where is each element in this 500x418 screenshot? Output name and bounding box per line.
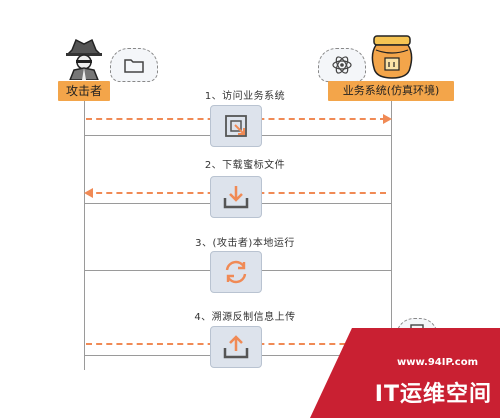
- watermark-text: IT运维空间: [374, 382, 492, 407]
- step-1-box: [210, 105, 262, 147]
- attacker-lifeline: [84, 92, 85, 370]
- hacker-icon: [66, 38, 102, 80]
- attacker-label: 攻击者: [58, 81, 110, 101]
- folder-icon: [124, 59, 144, 73]
- download-icon: [223, 186, 249, 209]
- right-bubble: [318, 48, 366, 82]
- step-1-label: 1、访问业务系统: [204, 91, 286, 102]
- access-icon: [225, 115, 247, 137]
- system-lifeline: [391, 92, 392, 370]
- step-2-box: [210, 176, 262, 218]
- step-4-label: 4、溯源反制信息上传: [194, 312, 296, 323]
- upload-icon: [223, 335, 249, 359]
- step-3-label: 3、(攻击者)本地运行: [195, 238, 295, 249]
- honey-jar-icon: [371, 35, 413, 79]
- step-1-arrowhead: [383, 114, 392, 124]
- system-label: 业务系统(仿真环境): [328, 81, 454, 101]
- step-4-box: [210, 326, 262, 368]
- step-2-label: 2、下载蜜标文件: [204, 160, 286, 171]
- step-2-arrowhead: [84, 188, 93, 198]
- refresh-icon: [225, 260, 247, 284]
- step-3-box: [210, 251, 262, 293]
- atom-icon: [332, 56, 352, 74]
- left-bubble: [110, 48, 158, 82]
- watermark-url: www.94IP.com: [396, 357, 478, 368]
